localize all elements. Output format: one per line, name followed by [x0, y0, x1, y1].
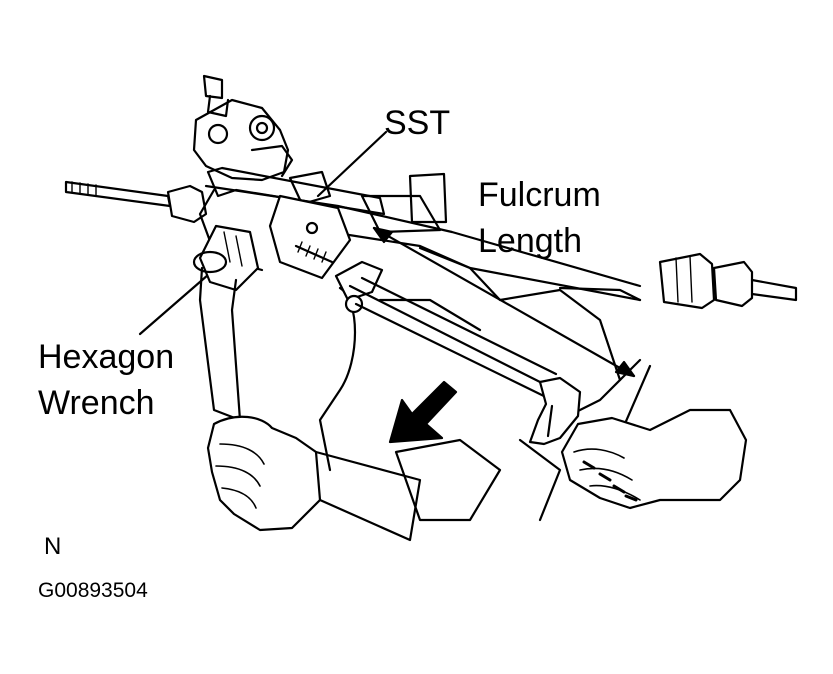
hexagon-wrench-leader-line — [138, 266, 218, 336]
sst-leader-line — [316, 130, 388, 198]
gear-housing — [192, 74, 448, 234]
left-hand — [206, 415, 422, 542]
hexagon-wrench — [192, 224, 260, 422]
hexagon-wrench-label-line2: Wrench — [38, 384, 155, 422]
hexagon-wrench-label-line1: Hexagon — [38, 338, 175, 376]
view-letter: N — [44, 533, 62, 560]
figure-code: G00893504 — [38, 579, 148, 602]
left-tie-rod — [64, 180, 208, 224]
right-tie-rod — [658, 252, 798, 310]
force-direction-arrow — [388, 380, 458, 444]
fulcrum-length-label-line1: Fulcrum — [478, 176, 601, 214]
fulcrum-length-label-line2: Length — [478, 222, 582, 260]
right-hand — [560, 408, 748, 510]
sst-label: SST — [384, 104, 451, 142]
